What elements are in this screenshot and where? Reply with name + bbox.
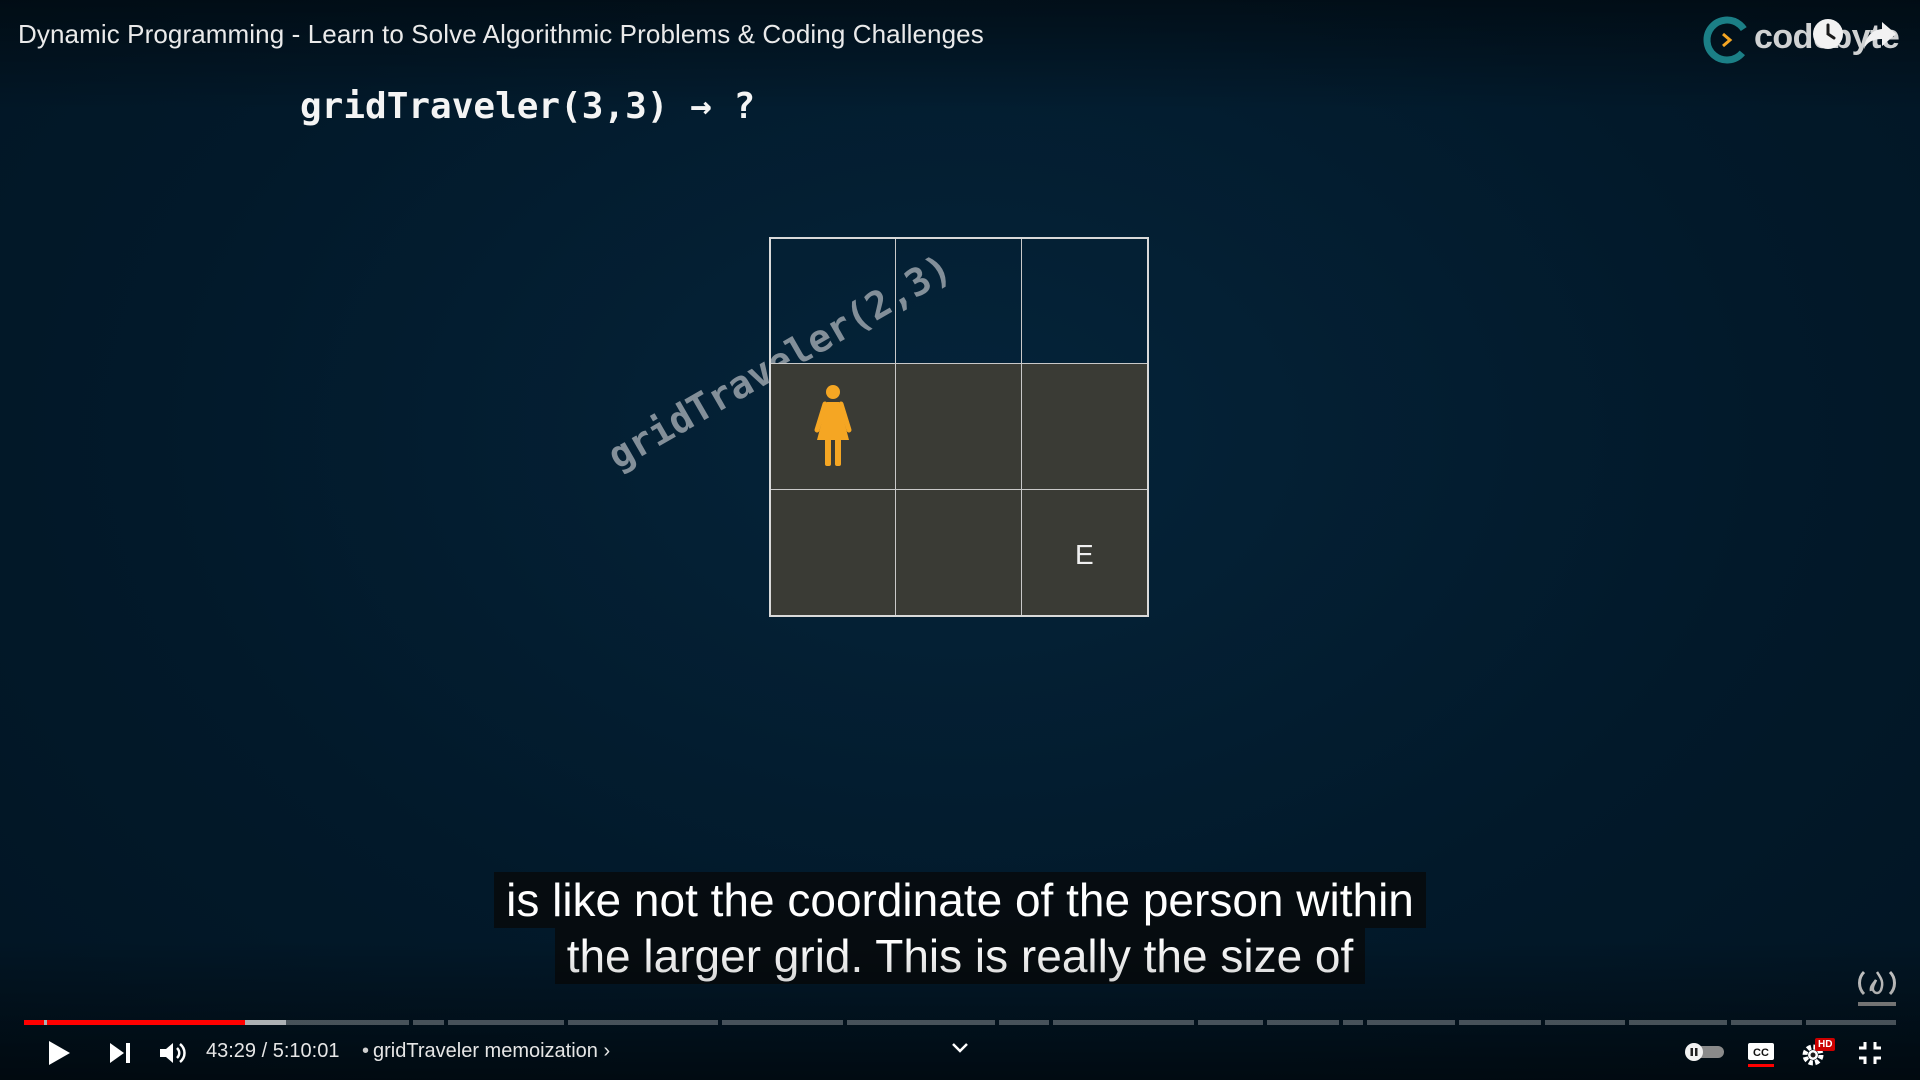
grid-cell <box>771 239 897 365</box>
played-progress <box>47 1020 245 1025</box>
chapter-chevron: › <box>603 1040 611 1062</box>
person-icon <box>814 385 852 467</box>
chapter-segment[interactable] <box>1343 1020 1363 1025</box>
chapter-segment[interactable] <box>1629 1020 1727 1025</box>
chapter-title[interactable]: •gridTraveler memoization › <box>358 1040 610 1063</box>
chapter-segment[interactable] <box>1545 1020 1625 1025</box>
settings-button[interactable]: HD <box>1800 1038 1836 1068</box>
grid-cell <box>1021 239 1147 365</box>
chapter-separator: • <box>362 1040 370 1062</box>
next-icon[interactable] <box>108 1041 132 1065</box>
chapter-segment[interactable] <box>722 1020 843 1025</box>
top-gradient <box>0 0 1920 110</box>
chapter-segment[interactable] <box>568 1020 718 1025</box>
settings-icon <box>1802 1044 1824 1066</box>
time-display: 43:29 / 5:10:01 <box>206 1040 340 1062</box>
controls-gradient <box>0 940 1920 1080</box>
played-progress <box>24 1020 44 1025</box>
grid-cell <box>1021 364 1147 490</box>
chapter-segment[interactable] <box>1806 1020 1896 1025</box>
chapter-segment[interactable] <box>413 1020 444 1025</box>
chapter-segment[interactable] <box>1731 1020 1802 1025</box>
exit-fullscreen-icon[interactable] <box>1857 1040 1883 1066</box>
grid-cell <box>896 364 1022 490</box>
grid-cell <box>771 364 897 490</box>
chapter-segment[interactable] <box>1367 1020 1455 1025</box>
chevron-down-icon[interactable] <box>950 1041 970 1055</box>
grid-cell <box>896 489 1022 615</box>
chapter-segment[interactable] <box>448 1020 564 1025</box>
grid-cell-end: E <box>1021 489 1147 615</box>
hd-badge: HD <box>1815 1038 1836 1051</box>
volume-icon[interactable] <box>158 1040 188 1066</box>
share-icon[interactable] <box>1862 18 1898 52</box>
grid-cell <box>896 239 1022 365</box>
chapter-segment[interactable] <box>999 1020 1049 1025</box>
chapter-segment[interactable] <box>1459 1020 1541 1025</box>
svg-text:CC: CC <box>1753 1047 1769 1059</box>
chapter-segment[interactable] <box>1267 1020 1339 1025</box>
chapter-title-text: gridTraveler memoization <box>373 1040 598 1062</box>
chapter-segment[interactable] <box>1053 1020 1194 1025</box>
grid-diagram: E <box>769 237 1149 617</box>
play-icon[interactable] <box>46 1039 72 1067</box>
slide-heading: gridTraveler(3,3) → ? <box>300 86 756 127</box>
progress-bar[interactable] <box>24 1020 1896 1025</box>
end-cell-label: E <box>1074 539 1094 571</box>
grid-cell <box>771 489 897 615</box>
caption-line-1: is like not the coordinate of the person… <box>494 872 1426 928</box>
video-title[interactable]: Dynamic Programming - Learn to Solve Alg… <box>18 19 984 49</box>
chapter-segment[interactable] <box>847 1020 995 1025</box>
brand-ring-icon <box>1703 16 1751 64</box>
captions-icon[interactable]: CC <box>1746 1038 1776 1068</box>
autoplay-toggle-icon[interactable] <box>1682 1042 1726 1062</box>
watch-later-icon[interactable] <box>1810 16 1846 52</box>
chapter-segment[interactable] <box>1198 1020 1263 1025</box>
